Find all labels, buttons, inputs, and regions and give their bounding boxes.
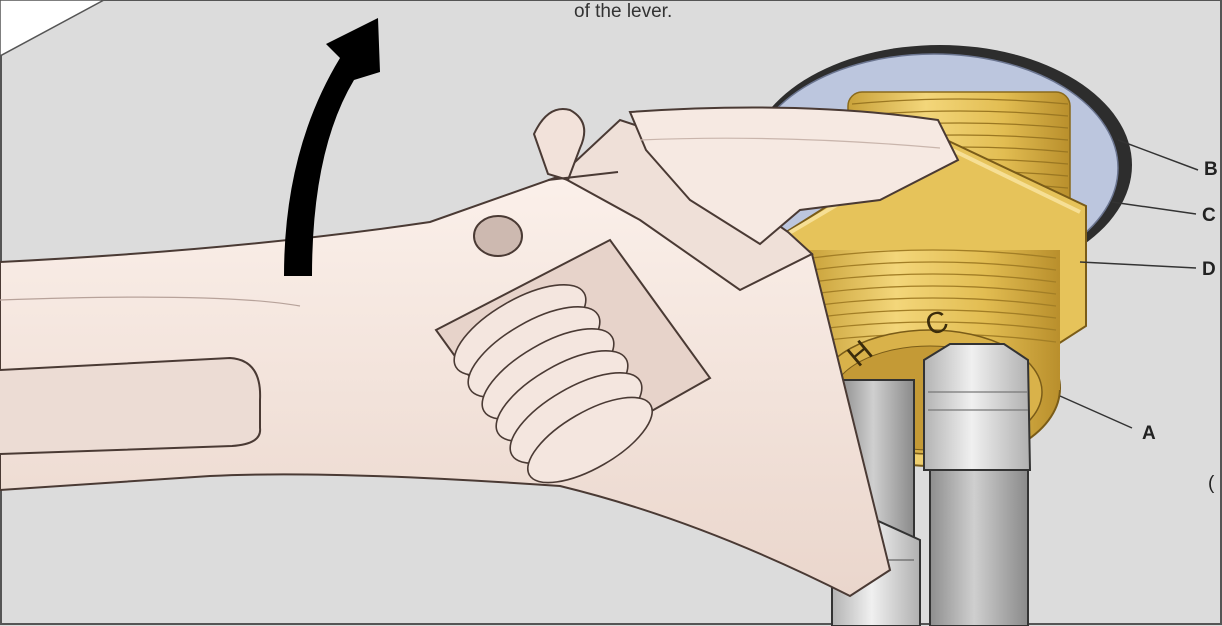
callout-c: C (1202, 206, 1216, 225)
callout-edge-fragment: ( (1208, 474, 1214, 493)
callout-d: D (1202, 260, 1216, 279)
caption-text: of the lever. (574, 2, 672, 21)
callout-b: B (1204, 160, 1218, 179)
supply-hose-cold (924, 344, 1030, 626)
callout-a: A (1142, 424, 1156, 443)
